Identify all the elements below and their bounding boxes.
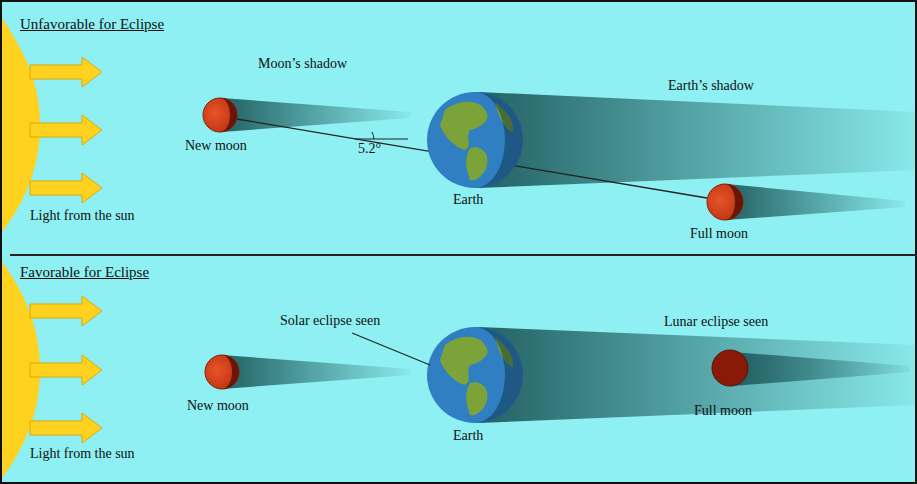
sun-label: Light from the sun (30, 208, 135, 223)
moon-label: Full moon (690, 226, 748, 241)
angle-label: 5.2° (358, 141, 381, 156)
panel-heading: Favorable for Eclipse (20, 264, 149, 281)
shadow-label: Moon’s shadow (258, 56, 347, 71)
earth-label: Earth (453, 428, 483, 443)
shadow-label: Earth’s shadow (668, 78, 754, 93)
earth-label: Earth (453, 192, 483, 207)
panel-heading: Unfavorable for Eclipse (20, 16, 164, 33)
moon-label: Full moon (694, 403, 752, 418)
callout-label: Lunar eclipse seen (664, 314, 768, 329)
sun-label: Light from the sun (30, 446, 135, 461)
moon-label: New moon (187, 398, 249, 413)
callout-label: Solar eclipse seen (280, 313, 380, 328)
moon-label: New moon (185, 138, 247, 153)
